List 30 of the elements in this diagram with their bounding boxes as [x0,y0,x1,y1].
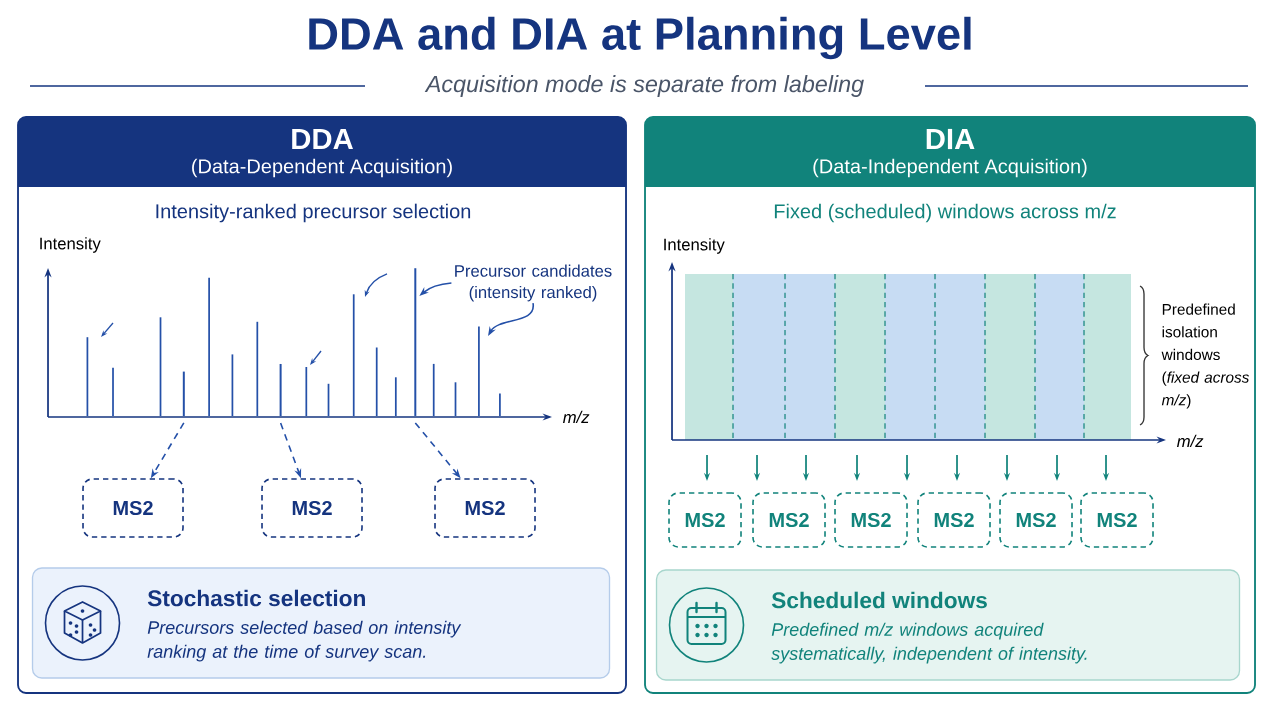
brace-label: Predefined isolation windows (fixed across m/z) [1161,303,1250,409]
ms2-box: MS2 [834,492,908,548]
card-text: Precursors selected based on intensity ranking at the time of survey scan. [147,620,462,662]
peak [182,371,185,416]
ms2-box: MS2 [82,478,184,538]
card-text: Predefined m/z windows acquired systematically, independent of intensity. [771,622,1087,664]
panel-subtitle: (Data-Independent Acquisition) [813,158,1087,178]
ms2-box: MS2 [261,478,363,538]
ms2-box: MS2 [434,478,536,538]
card-heading: Scheduled windows [771,591,987,609]
card-heading: Stochastic selection [147,589,365,607]
ms2-box: MS2 [999,492,1073,548]
ms2-box: MS2 [1080,492,1154,548]
section-heading: Intensity-ranked precursor selection [156,203,471,223]
axis-label: Intensity [40,237,101,253]
subtitle: Acquisition mode is separate from labeling [424,75,864,97]
panel-title: DIA [926,128,975,150]
axis-label: m/z [563,410,590,424]
peak [279,363,282,416]
section-heading: Fixed (scheduled) windows across m/z [774,203,1116,223]
title: DDA and DIA at Planning Level [309,16,971,60]
axis-label: Intensity [664,238,725,254]
ms2-box: MS2 [668,492,742,548]
ms2-box: MS2 [917,492,991,548]
annotation: Precursor candidates (intensity ranked) [455,264,612,302]
axis-label: m/z [1177,434,1204,448]
ms2-box: MS2 [752,492,826,548]
panel-title: DDA [292,128,353,150]
panel-subtitle: (Data-Dependent Acquisition) [192,158,452,178]
peak [414,268,417,416]
